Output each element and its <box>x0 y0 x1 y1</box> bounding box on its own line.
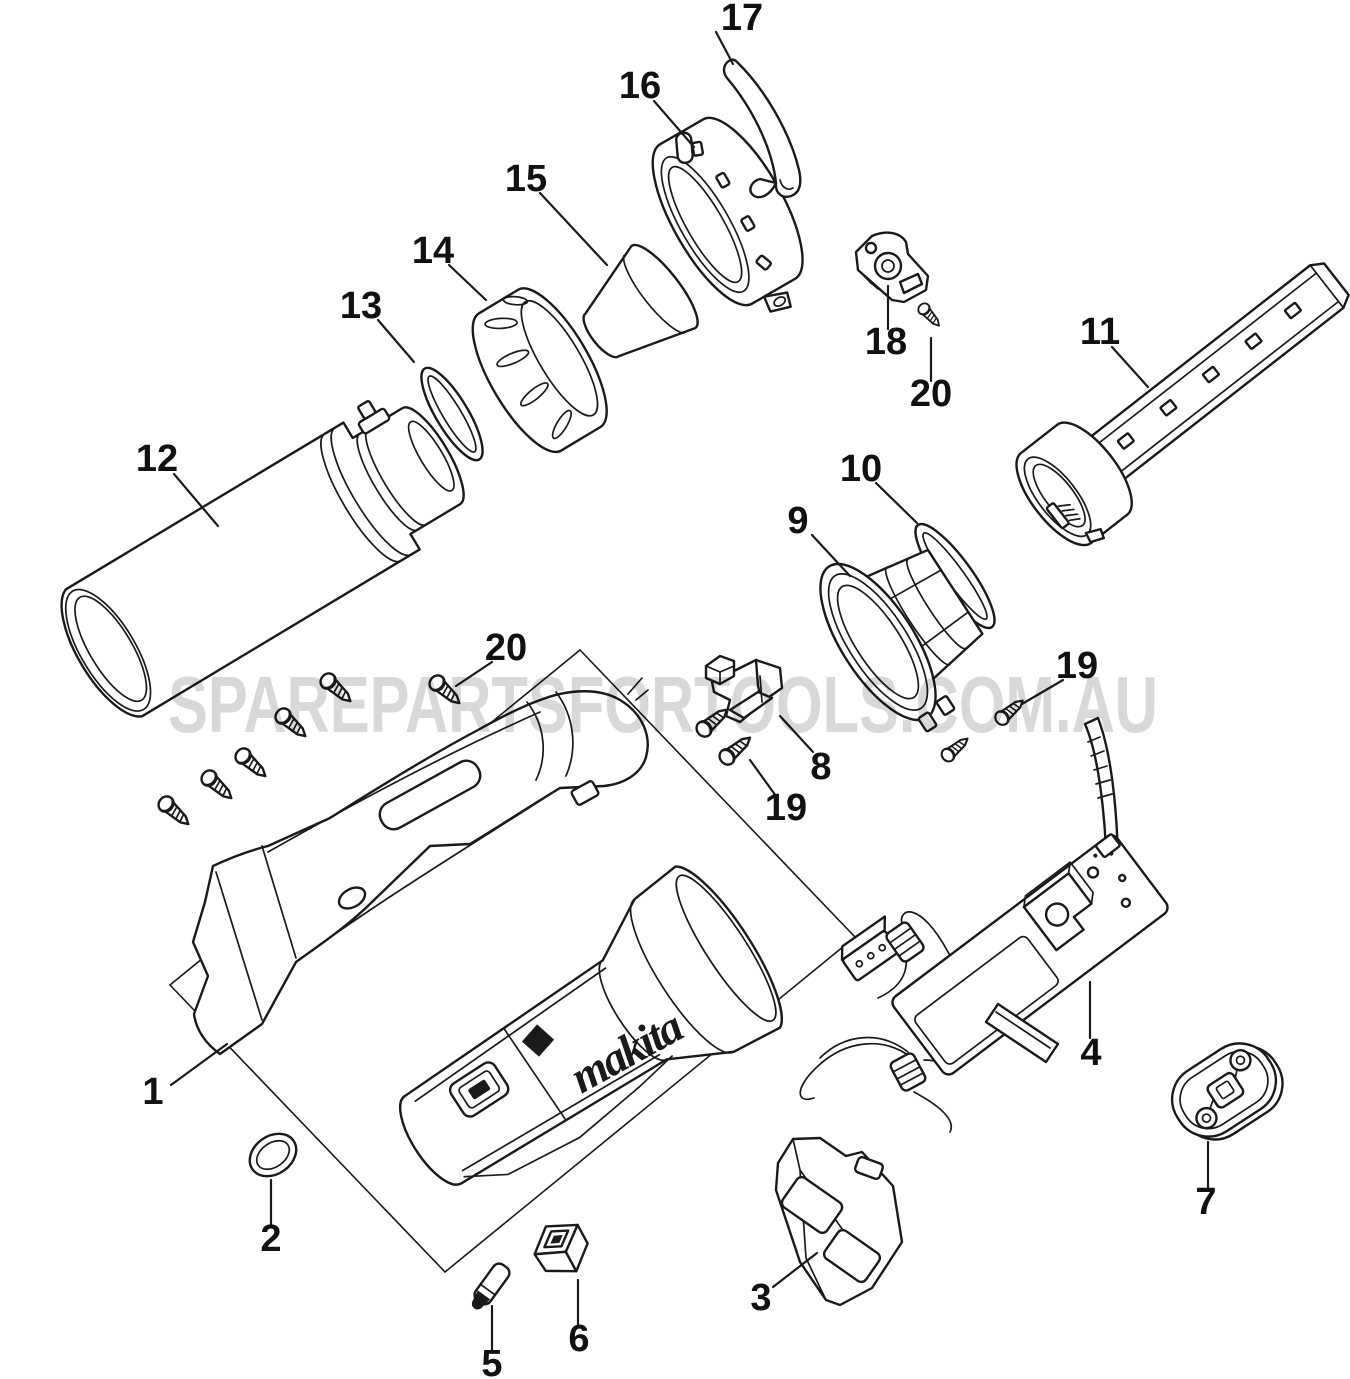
part-label-5-4: 5 <box>481 1343 502 1379</box>
leader-line-13-12 <box>376 318 416 364</box>
housing-lower-shell: makita <box>398 865 783 1186</box>
leader-line-9-8 <box>810 533 852 578</box>
screw-icon <box>231 744 272 784</box>
screw-icon <box>154 792 195 832</box>
part-label-16-15: 16 <box>619 65 661 107</box>
part-label-11-10: 11 <box>1080 311 1120 353</box>
part-6-switch-boot <box>533 1223 589 1273</box>
part-label-6-5: 6 <box>568 1318 589 1360</box>
part-label-20-21: 20 <box>485 627 527 669</box>
screw-icon <box>915 300 945 331</box>
part-2-o-ring <box>248 1132 298 1178</box>
part-16-lens-holder-ring <box>651 116 804 313</box>
part-15-reflector-cone <box>582 243 699 359</box>
leader-line-10-9 <box>874 481 919 525</box>
part-label-18-17: 18 <box>865 321 907 363</box>
part-18-strap-bracket <box>854 231 930 304</box>
leader-line-12-11 <box>172 472 220 528</box>
leader-line-1-0 <box>169 1042 229 1087</box>
watermark: SPAREPARTSFORTOOLS.COM.AU <box>168 660 1158 749</box>
leader-line-11-10 <box>1110 345 1150 389</box>
part-label-13-12: 13 <box>340 285 382 327</box>
leader-line-19-19 <box>748 758 778 798</box>
part-1-housing-set: makita <box>168 648 857 1274</box>
part-7-base-cover <box>1170 1042 1284 1141</box>
part-4-circuit-assembly <box>799 716 1169 1133</box>
leader-line-15-14 <box>538 191 609 267</box>
part-8-hook-holder <box>704 654 784 724</box>
part-14-knurled-ring <box>471 287 608 454</box>
part-label-19-19: 19 <box>765 787 807 829</box>
part-5-terminal-clip <box>471 1262 511 1310</box>
housing-upper-shell <box>191 677 649 1056</box>
leader-line-8-7 <box>778 714 815 754</box>
part-label-17-16: 17 <box>721 0 763 39</box>
leader-line-14-13 <box>447 263 488 302</box>
part-label-14-13: 14 <box>412 230 454 272</box>
part-13-o-ring <box>420 366 484 462</box>
part-label-3-2: 3 <box>750 1277 771 1319</box>
part-label-4-3: 4 <box>1080 1032 1101 1074</box>
part-label-20-20: 20 <box>910 373 952 415</box>
part-label-10-9: 10 <box>840 448 882 490</box>
part-label-15-14: 15 <box>505 158 547 200</box>
part-9-lamp-holder <box>819 548 984 733</box>
leader-line-19-18 <box>1020 678 1065 706</box>
screw-icon <box>197 766 238 806</box>
part-label-12-11: 12 <box>136 438 178 480</box>
part-label-2-1: 2 <box>260 1218 281 1260</box>
part-label-1-0: 1 <box>142 1071 163 1113</box>
part-label-7-6: 7 <box>1195 1181 1216 1223</box>
part-12-torch-tube <box>60 399 465 718</box>
part-11-fluorescent-tube <box>1015 262 1350 547</box>
leader-line-16-15 <box>652 99 696 149</box>
leader-line-17-16 <box>714 30 735 66</box>
leader-line-3-2 <box>771 1251 819 1289</box>
leader-line-20-21 <box>454 660 494 688</box>
part-label-9-8: 9 <box>787 500 808 542</box>
part-label-19-18: 19 <box>1056 645 1098 687</box>
part-3-battery-cover <box>774 1136 904 1307</box>
part-label-8-7: 8 <box>810 746 831 788</box>
part-17-hanger-hook <box>722 58 802 199</box>
